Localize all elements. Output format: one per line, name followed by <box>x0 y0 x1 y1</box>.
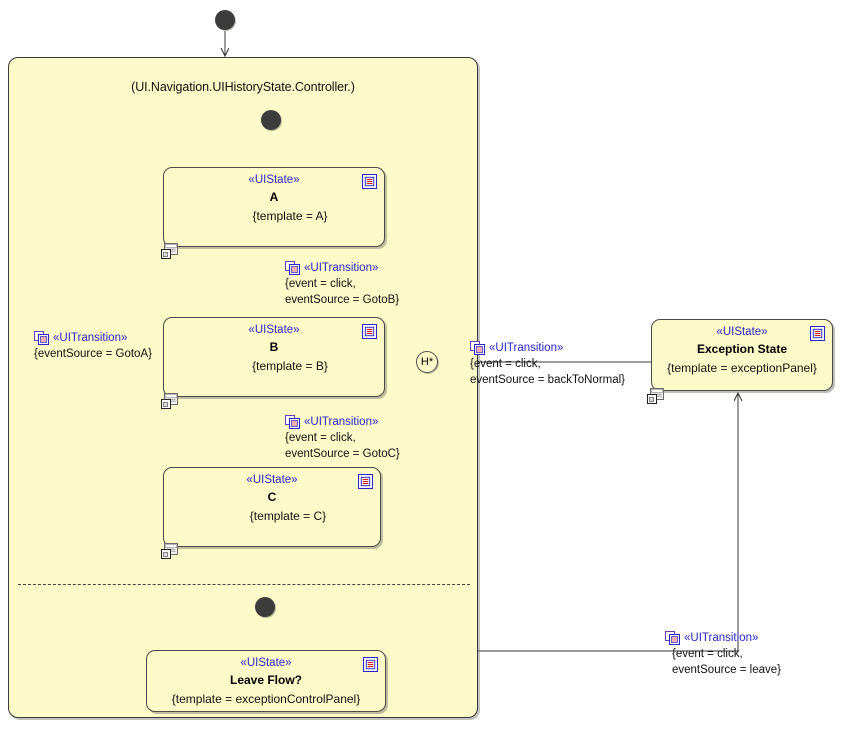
state-leave-flow[interactable]: «UIState» Leave Flow? {template = except… <box>146 650 386 712</box>
state-exception-tag: {template = exceptionPanel} <box>667 361 817 375</box>
panel-icon <box>358 474 373 489</box>
state-a-tag: {template = A} <box>252 209 328 223</box>
transition-b-to-c-line1: {event = click, <box>285 432 356 444</box>
state-exception-stereotype: «UIState» <box>716 326 768 338</box>
state-c-tag: {template = C} <box>249 509 327 523</box>
panel-icon <box>363 657 378 672</box>
transition-icon <box>285 415 300 429</box>
transition-c-to-a-label[interactable]: «UITransition» {eventSource = GotoA} <box>34 330 152 362</box>
panel-icon <box>362 324 377 339</box>
transition-c-to-a-line1: {eventSource = GotoA} <box>34 348 152 360</box>
state-c-stereotype: «UIState» <box>246 474 298 486</box>
transition-exception-to-history-line1: {event = click, <box>470 358 541 370</box>
transition-icon <box>470 341 485 355</box>
state-b-name: B <box>269 340 279 354</box>
transition-a-to-b-stereotype: «UITransition» <box>285 260 399 276</box>
transition-icon <box>34 331 49 345</box>
state-c-composite-marker-icon <box>161 543 178 559</box>
transition-icon <box>285 261 300 275</box>
state-b-tag: {template = B} <box>252 359 328 373</box>
outer-initial-node[interactable] <box>215 10 235 30</box>
region-divider <box>18 584 470 585</box>
state-b-stereotype: «UIState» <box>248 324 300 336</box>
inner-initial-node[interactable] <box>261 110 281 130</box>
state-exception-name: Exception State <box>696 342 788 356</box>
state-a-name: A <box>269 190 279 204</box>
state-b[interactable]: «UIState» B {template = B} <box>163 317 385 397</box>
state-leave-flow-tag: {template = exceptionControlPanel} <box>171 692 361 706</box>
region-title: (UI.Navigation.UIHistoryState.Controller… <box>131 80 355 94</box>
state-c[interactable]: «UIState» C {template = C} <box>163 467 381 547</box>
panel-icon <box>362 174 377 189</box>
transition-leave-to-exception-line2: eventSource = leave} <box>672 664 782 676</box>
transition-a-to-b-label[interactable]: «UITransition» {event = click, eventSour… <box>285 260 399 308</box>
transition-b-to-c-line2: eventSource = GotoC} <box>285 448 400 460</box>
deep-history-pseudostate[interactable]: H* <box>416 351 438 373</box>
bottom-initial-node[interactable] <box>255 597 275 617</box>
transition-a-to-b-line2: eventSource = GotoB} <box>285 294 400 306</box>
state-leave-flow-stereotype: «UIState» <box>240 657 292 669</box>
state-c-name: C <box>267 490 277 504</box>
transition-c-to-a-stereotype: «UITransition» <box>34 330 152 346</box>
transition-exception-to-history-label[interactable]: «UITransition» {event = click, eventSour… <box>470 340 625 388</box>
edge-leave-to-exception <box>478 394 738 652</box>
transition-icon <box>665 631 680 645</box>
transition-exception-to-history-stereotype: «UITransition» <box>470 340 625 356</box>
transition-leave-to-exception-stereotype: «UITransition» <box>665 630 781 646</box>
panel-icon <box>810 326 825 341</box>
state-a-composite-marker-icon <box>161 243 178 259</box>
transition-b-to-c-label[interactable]: «UITransition» {event = click, eventSour… <box>285 414 400 462</box>
transition-leave-to-exception-label[interactable]: «UITransition» {event = click, eventSour… <box>665 630 781 678</box>
transition-a-to-b-line1: {event = click, <box>285 278 356 290</box>
state-exception-composite-marker-icon <box>647 388 664 404</box>
state-a-stereotype: «UIState» <box>248 174 300 186</box>
transition-b-to-c-stereotype: «UITransition» <box>285 414 400 430</box>
transition-exception-to-history-line2: eventSource = backToNormal} <box>470 374 626 386</box>
state-leave-flow-name: Leave Flow? <box>229 673 303 687</box>
state-exception[interactable]: «UIState» Exception State {template = ex… <box>651 319 833 391</box>
state-b-composite-marker-icon <box>161 393 178 409</box>
transition-leave-to-exception-line1: {event = click, <box>672 648 743 660</box>
state-a[interactable]: «UIState» A {template = A} <box>163 167 385 247</box>
